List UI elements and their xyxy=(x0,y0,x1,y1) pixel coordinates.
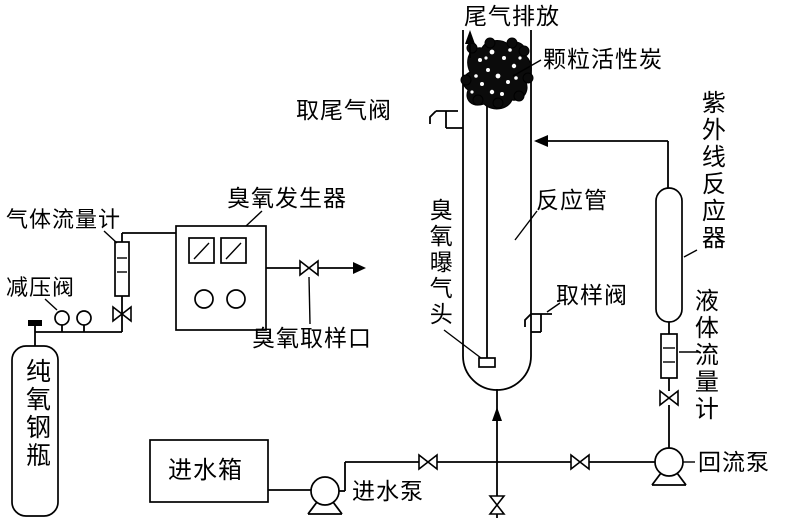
reflux-pump-icon xyxy=(651,447,695,486)
flow-arrow-right xyxy=(353,262,366,274)
tail-gas-arrow xyxy=(465,30,475,58)
carbon-pointer-line xyxy=(512,59,542,77)
liquid-flow-meter-shape xyxy=(659,322,699,448)
ozone-generator-shape xyxy=(175,210,267,331)
pressure-regulator-icon xyxy=(35,298,122,333)
label-ozone-generator: 臭氧发生器 xyxy=(227,186,347,211)
label-ozone-sampling-port: 臭氧取样口 xyxy=(252,326,372,351)
label-feed-water-tank: 进水箱 xyxy=(168,458,243,484)
ozone-sampling-valve-icon xyxy=(299,260,319,276)
label-uv-reactor: 紫外线反应器 xyxy=(697,90,724,252)
feed-water-pump-icon xyxy=(307,462,346,515)
label-liquid-flow-meter: 液体流量计 xyxy=(690,288,717,423)
ozone-port-pointer-line xyxy=(308,276,311,325)
bottom-valve-right-icon xyxy=(570,454,590,470)
gas-flow-meter-shape xyxy=(103,230,176,332)
tube-feed-riser xyxy=(492,389,502,462)
diffuser-pointer-line xyxy=(443,329,482,359)
bottom-main-line xyxy=(345,454,655,470)
bottom-valve-left-icon xyxy=(418,454,438,470)
uv-pointer-line xyxy=(683,249,698,258)
knob-icon xyxy=(194,289,214,309)
activated-carbon-bed xyxy=(460,37,542,110)
label-feed-water-pump: 进水泵 xyxy=(352,479,424,504)
uv-reactor-shape xyxy=(655,187,698,323)
generator-pointer-line xyxy=(245,210,263,227)
oxygen-cylinder-shape xyxy=(11,320,59,517)
flow-arrow-left xyxy=(534,135,548,147)
ozone-diffuser-assembly xyxy=(443,104,496,368)
diffuser-icon xyxy=(478,357,496,368)
gas-meter-pointer-line xyxy=(103,230,118,244)
recirculation-line xyxy=(534,135,669,188)
label-gas-flow-meter: 气体流量计 xyxy=(6,207,122,232)
label-tail-gas-valve: 取尾气阀 xyxy=(296,98,392,123)
knob-icon xyxy=(226,289,246,309)
ozone-feed-line xyxy=(266,260,366,325)
drain-valve-icon xyxy=(489,495,505,515)
label-pressure-reducing-valve: 减压阀 xyxy=(6,275,76,300)
drain-line xyxy=(489,462,505,518)
label-ozone-diffuser: 臭氧曝气头 xyxy=(426,198,452,328)
reaction-tube-pointer-line xyxy=(514,210,538,241)
label-reflux-pump: 回流泵 xyxy=(698,450,770,475)
feed-water-tank-shape xyxy=(149,439,311,503)
label-activated-carbon: 颗粒活性炭 xyxy=(543,47,663,72)
label-oxygen-cylinder: 纯氧钢瓶 xyxy=(22,358,50,470)
reducer-pointer-line xyxy=(44,298,58,311)
label-sampling-valve: 取样阀 xyxy=(556,283,628,308)
flow-arrow-up xyxy=(492,407,502,421)
reflux-line-valve-icon xyxy=(659,390,679,406)
sampling-valve-pointer-line xyxy=(546,302,561,313)
tail-gas-valve-icon xyxy=(429,110,463,129)
label-tail-gas-outlet: 尾气排放 xyxy=(464,4,560,29)
label-reaction-tube: 反应管 xyxy=(536,188,608,213)
sampling-valve-icon xyxy=(524,302,561,333)
